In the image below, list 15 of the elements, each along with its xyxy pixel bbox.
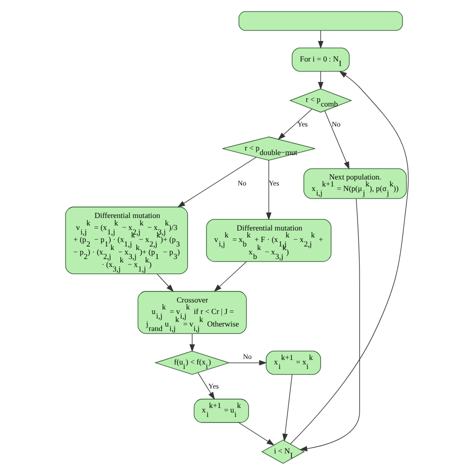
arrow [156,273,174,292]
arrow [278,108,312,140]
arrow [266,160,272,220]
arrow [177,156,256,207]
arrow [299,198,360,451]
arrow [324,110,350,170]
arrow [282,374,292,442]
arrow [189,332,195,352]
arrow [318,30,324,48]
arrow [228,360,267,365]
node-box [238,10,403,30]
arrow [318,70,324,90]
arrow [198,372,215,400]
arrow [238,422,274,446]
arrow [214,260,247,292]
